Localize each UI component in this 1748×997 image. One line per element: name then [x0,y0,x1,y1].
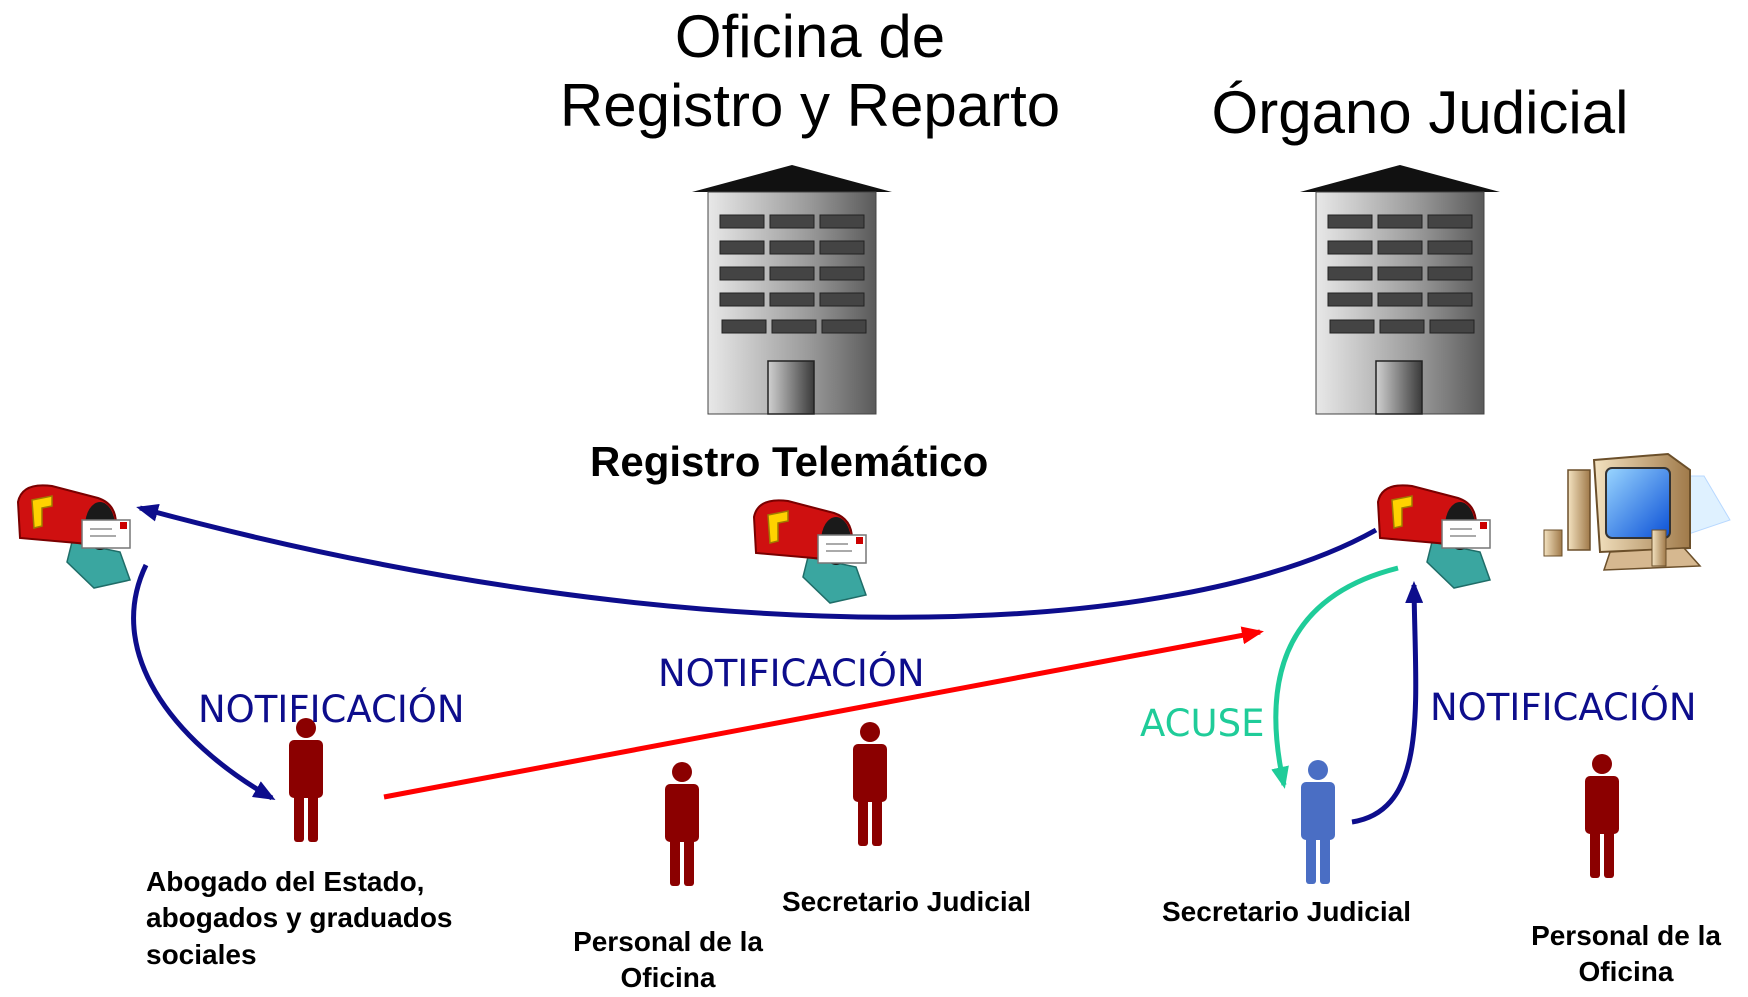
computer-icon [1543,452,1731,571]
office-title-line2: Registro y Reparto [559,72,1061,139]
notification-label-center: NOTIFICACIÓN [658,652,925,695]
office-title-line1: Oficina de [674,3,946,70]
lawyers-mailbox-icon [17,484,131,589]
clerk-center-person-icon [853,722,887,846]
notification-label-left: NOTIFICACIÓN [198,688,465,731]
notification-arrow-clerk-to-mailbox [1351,581,1424,825]
office-staff-center-label-line2: Oficina [620,962,716,994]
notification-arrow-court-to-lawyers [136,504,1378,620]
clerk-center-label: Secretario Judicial [782,886,1032,917]
lawyers-label-line1: Abogado del Estado, [146,866,425,897]
clerk-right-label: Secretario Judicial [1162,896,1412,927]
notification-label-right: NOTIFICACIÓN [1430,686,1697,729]
lawyer-person-icon [289,718,323,842]
office-staff-right-label-line2: Oficina [1578,956,1674,988]
office-staff-center-person-icon [665,762,699,886]
court-title: Órgano Judicial [1211,79,1629,146]
court-mailbox-icon [1377,484,1491,589]
clerk-right-person-icon [1301,760,1335,884]
office-building-icon [691,164,893,415]
acknowledgement-arrow [1271,565,1399,789]
court-building-icon [1299,164,1501,415]
lawyers-label-line2: abogados y graduados [146,902,453,934]
office-staff-right-label-line1: Personal de la [1531,920,1721,951]
office-staff-center-label-line1: Personal de la [573,926,763,957]
office-staff-center-label: Personal de la Oficina [556,924,780,997]
acknowledgement-label: ACUSE [1140,702,1265,745]
office-staff-right-person-icon [1585,754,1619,878]
notification-arrow-mailbox-to-lawyer [131,563,276,801]
submission-arrow-lawyer-to-court [383,626,1264,800]
office-staff-right-label: Personal de la Oficina [1514,918,1738,991]
registry-mailbox-icon [753,499,867,604]
office-title: Oficina de Registro y Reparto [540,2,1080,140]
registry-label: Registro Telemático [590,438,989,485]
lawyers-label: Abogado del Estado, abogados y graduados… [146,864,453,973]
lawyers-label-line3: sociales [146,938,257,970]
